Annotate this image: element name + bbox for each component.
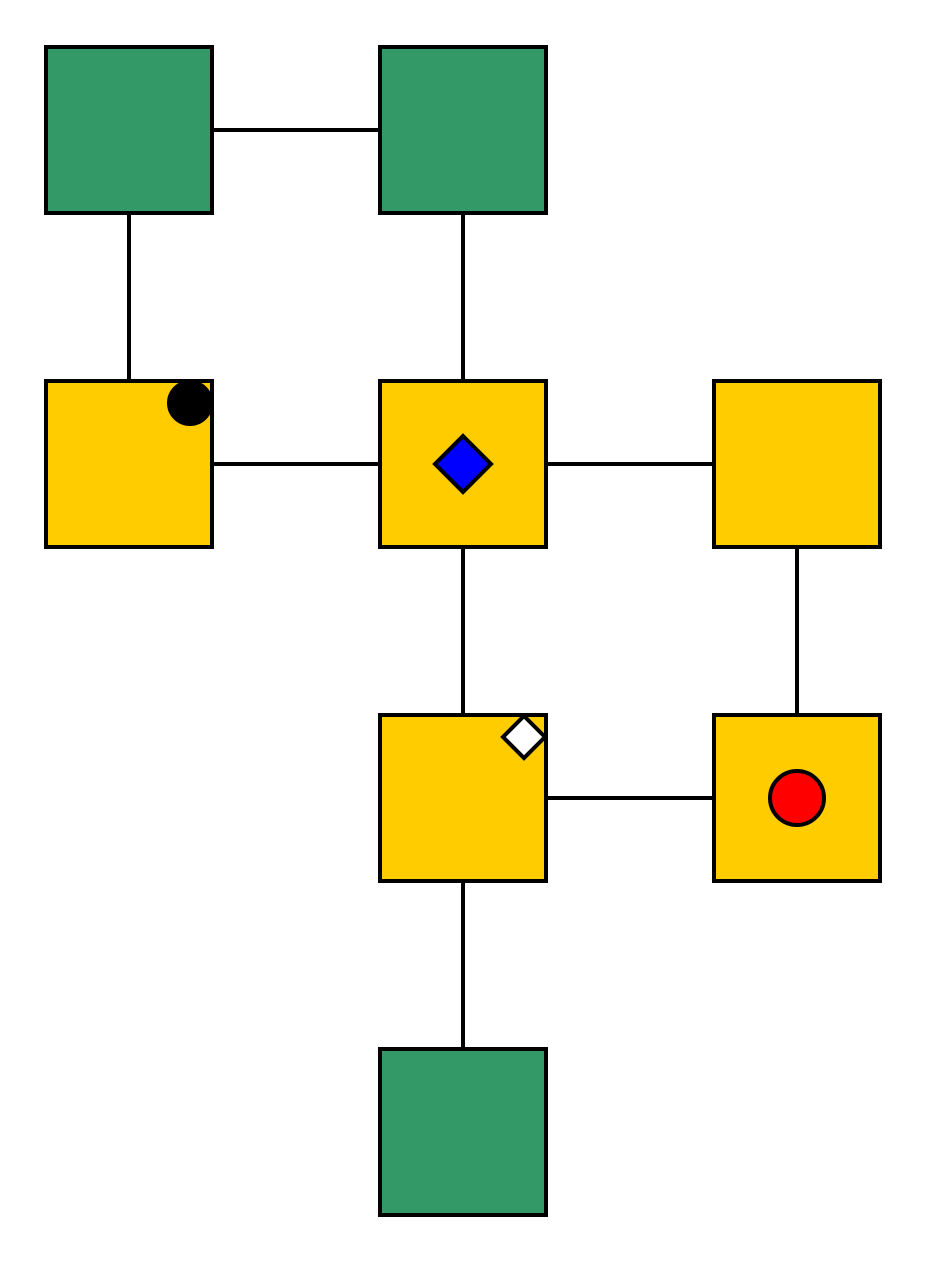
nodes-layer: [44, 45, 882, 1217]
edges-layer: [127, 128, 799, 1132]
green-room-n31: [378, 1047, 548, 1217]
blue-diamond-marker-icon: [432, 433, 494, 495]
green-room-n01: [378, 45, 548, 215]
red-circle-marker-icon: [768, 769, 826, 827]
markers-layer: [167, 380, 826, 827]
yellow-room-n12: [712, 379, 882, 549]
black-circle-marker-icon: [167, 380, 213, 426]
white-diamond-marker-icon: [500, 713, 548, 761]
green-room-n00: [44, 45, 214, 215]
